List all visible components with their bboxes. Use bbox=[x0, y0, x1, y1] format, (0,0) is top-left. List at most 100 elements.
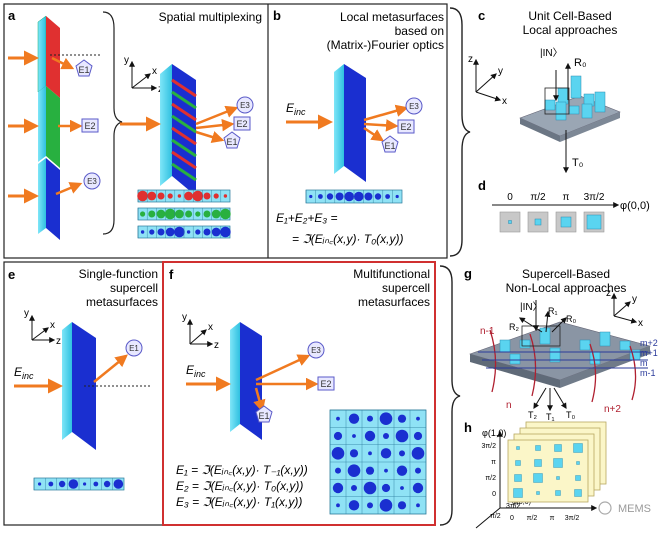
t2-label-g: T₂ bbox=[528, 410, 537, 420]
h-diag-axis bbox=[475, 507, 501, 529]
phase-label-1: π/2 bbox=[530, 192, 546, 203]
strip-b-dot bbox=[364, 192, 373, 201]
grid-f-dot bbox=[384, 468, 388, 473]
panel-f-title-2: supercell bbox=[382, 281, 430, 295]
strip-b-dot bbox=[344, 191, 355, 202]
svg-text:y: y bbox=[498, 66, 503, 77]
axes-panel-g: z y x bbox=[606, 288, 643, 329]
svg-text:y: y bbox=[632, 294, 637, 305]
metasurface-b bbox=[334, 64, 366, 182]
phase-pillar-2 bbox=[560, 216, 572, 228]
axes-panel-c: z y x bbox=[468, 54, 507, 107]
output-arrow-e3-f bbox=[255, 354, 311, 382]
grid-f-dot bbox=[381, 483, 391, 493]
strip-a-dot bbox=[203, 210, 211, 218]
svg-text:x: x bbox=[502, 96, 507, 107]
h-pillar bbox=[574, 489, 582, 497]
e3-badge-combined: E3 bbox=[236, 96, 254, 114]
grid-f-dot bbox=[416, 503, 420, 508]
panel-ab-frame bbox=[3, 3, 448, 259]
panel-b-title-2: based on bbox=[395, 24, 444, 38]
t2-arrow-g bbox=[533, 387, 547, 410]
phase-axis-label-d: φ(0,0) bbox=[620, 200, 650, 212]
brace-right-bottom bbox=[439, 265, 461, 526]
strip-a-dot bbox=[157, 228, 165, 236]
grid-f-dot bbox=[412, 482, 424, 494]
axes-panel-a: y x z bbox=[124, 55, 163, 95]
panel-d-letter: d bbox=[478, 178, 486, 193]
output-arrow-e2-combined bbox=[195, 118, 235, 132]
h-x-tick: π bbox=[550, 515, 555, 522]
strip-a-dot bbox=[156, 209, 166, 219]
supercell-outline-g bbox=[521, 325, 561, 347]
metasurface-e bbox=[62, 322, 96, 450]
h-x-tick: π/2 bbox=[527, 515, 538, 522]
e-inc-label-e: Einc bbox=[14, 365, 34, 381]
h-pillar bbox=[555, 490, 561, 496]
e2-badge-a: E2 bbox=[81, 118, 99, 133]
h-y-tick: π bbox=[491, 459, 496, 466]
svg-text:E1: E1 bbox=[226, 137, 237, 147]
output-arrow-e1-combined bbox=[195, 130, 225, 144]
strip-a-dot bbox=[164, 208, 176, 220]
grid-f-dot bbox=[335, 467, 341, 474]
strip-a-dot bbox=[185, 210, 193, 218]
e2-badge-f: E2 bbox=[317, 376, 335, 391]
supercell-row-lines-g bbox=[478, 351, 648, 369]
strip-a-dot bbox=[186, 230, 191, 234]
pillar-g bbox=[519, 339, 531, 349]
output-arrow-e3-a bbox=[55, 182, 83, 196]
panel-b-title-3: (Matrix-)Fourier optics bbox=[327, 38, 444, 52]
svg-text:z: z bbox=[214, 340, 219, 351]
svg-text:x: x bbox=[50, 320, 55, 331]
grid-f-dot bbox=[331, 447, 345, 460]
h-pillar bbox=[516, 446, 520, 450]
h-phase-map-stack bbox=[507, 421, 607, 503]
h-pillar bbox=[554, 444, 562, 452]
h-y-axis-label: φ(1,0) bbox=[482, 428, 506, 438]
grid-f-dot bbox=[336, 416, 340, 421]
panel-g-letter: g bbox=[464, 266, 472, 281]
grid-f-dot bbox=[411, 447, 425, 460]
h-pillar bbox=[533, 473, 543, 483]
svg-text:y: y bbox=[24, 308, 29, 319]
grid-f-dot bbox=[363, 481, 377, 495]
brace-panel-a bbox=[102, 11, 123, 235]
unit-cell-strip-e bbox=[33, 477, 125, 491]
pillar-c bbox=[555, 101, 567, 121]
strip-e-dot bbox=[103, 480, 111, 488]
svg-text:E3: E3 bbox=[311, 346, 321, 355]
formula-b-line2: = ℑ(Eᵢₙ꜀(x,y)· T₀(x,y)) bbox=[292, 232, 404, 246]
panel-g-title-2: Non-Local approaches bbox=[506, 281, 627, 295]
strip-a-dot bbox=[211, 209, 221, 219]
phase-label-0: 0 bbox=[507, 192, 513, 203]
pillar-c bbox=[557, 87, 569, 105]
grid-f-dot bbox=[367, 415, 373, 422]
h-pillar bbox=[513, 488, 523, 498]
strip-e-dot bbox=[38, 482, 42, 486]
output-arrow-e1-b bbox=[363, 126, 385, 142]
svg-text:E2: E2 bbox=[400, 122, 411, 132]
grid-f-dot bbox=[348, 413, 360, 424]
strip-a-dot bbox=[184, 191, 194, 201]
svg-text:y: y bbox=[182, 312, 187, 323]
svg-text:E1: E1 bbox=[384, 141, 395, 151]
n-plus-2-label: n+2 bbox=[604, 404, 621, 415]
svg-text:E3: E3 bbox=[240, 101, 250, 110]
h-x-tick: 0 bbox=[510, 515, 514, 522]
brace-right-top bbox=[449, 7, 471, 257]
panel-c-letter: c bbox=[478, 8, 485, 23]
phase-pillar-0 bbox=[508, 220, 512, 224]
pillar-c bbox=[568, 105, 580, 115]
n-label: n bbox=[506, 400, 512, 411]
phase-pillar-3 bbox=[586, 214, 602, 230]
strip-b-dot bbox=[385, 194, 390, 199]
grid-f-dot bbox=[336, 503, 340, 508]
grid-f-dot bbox=[333, 431, 343, 441]
grid-f-dot bbox=[367, 502, 373, 509]
strip-a-dot bbox=[149, 229, 155, 235]
phase-label-3: 3π/2 bbox=[584, 192, 605, 203]
blue-metasurface bbox=[38, 158, 60, 240]
strip-b-dot bbox=[335, 192, 344, 201]
